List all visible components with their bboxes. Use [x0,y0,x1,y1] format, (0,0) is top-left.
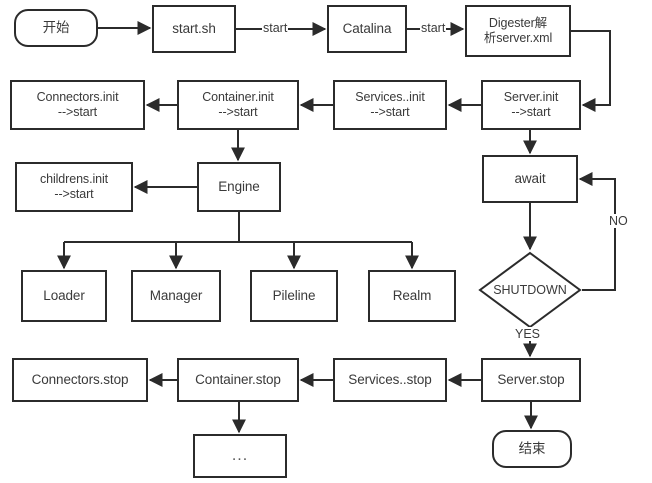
edge-label-no: NO [608,214,629,228]
node-services-init[interactable]: Services..init -->start [333,80,447,130]
node-manager[interactable]: Manager [131,270,221,322]
node-shutdown[interactable]: SHUTDOWN [478,251,582,329]
diamond-shape [478,251,582,329]
node-server-init[interactable]: Server.init -->start [481,80,581,130]
node-childrens-init[interactable]: childrens.init -->start [15,162,133,212]
node-await[interactable]: await [482,155,578,203]
node-pileline[interactable]: Pileline [250,270,338,322]
node-start-sh[interactable]: start.sh [152,5,236,53]
node-server-stop[interactable]: Server.stop [481,358,581,402]
node-ellipsis[interactable]: ... [193,434,287,478]
node-catalina[interactable]: Catalina [327,5,407,53]
edge-label-start-2: start [420,21,447,35]
node-connectors-stop[interactable]: Connectors.stop [12,358,148,402]
node-end[interactable]: 结束 [492,430,572,468]
edge-shutdown-no-to-await [578,172,616,291]
node-digester[interactable]: Digester解 析server.xml [465,5,571,57]
node-realm[interactable]: Realm [368,270,456,322]
edge-digester-to-server-init [571,30,611,112]
node-engine[interactable]: Engine [197,162,281,212]
edge-label-start-1: start [262,21,289,35]
node-container-init[interactable]: Container.init -->start [177,80,299,130]
node-start[interactable]: 开始 [14,9,98,47]
node-container-stop[interactable]: Container.stop [177,358,299,402]
node-connectors-init[interactable]: Connectors.init -->start [10,80,145,130]
edge-label-yes: YES [514,327,542,341]
node-services-stop[interactable]: Services..stop [333,358,447,402]
node-loader[interactable]: Loader [21,270,107,322]
